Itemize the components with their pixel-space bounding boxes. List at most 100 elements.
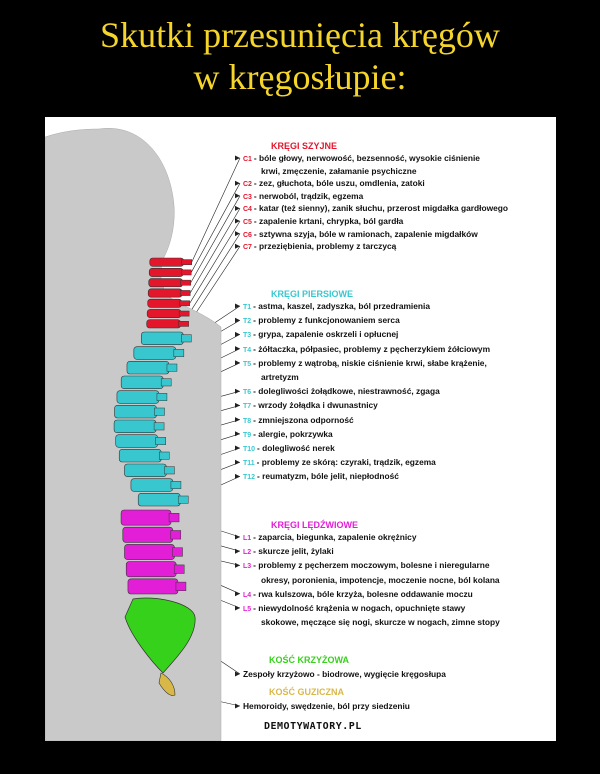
thoracic-item: T12 - reumatyzm, bóle jelit, niepłodność [243, 471, 399, 483]
lumbar-text: - problemy z pęcherzem moczowym, bolesne… [253, 560, 490, 571]
lumbar-code: L5 [243, 606, 254, 613]
thoracic-item: T2 - problemy z funkcjonowaniem serca [243, 315, 400, 327]
thoracic-code: T6 [243, 389, 254, 397]
cervical-spinous-process [180, 269, 192, 276]
pointer-arrow [235, 193, 240, 199]
pointer-arrow [235, 534, 240, 540]
thoracic-spinous-process [158, 451, 170, 460]
thoracic-text: - problemy z funkcjonowaniem serca [253, 315, 400, 326]
cervical-code: C7 [243, 244, 254, 252]
cervical-item: C1 - bóle głowy, nerwowość, bezsenność, … [243, 153, 480, 165]
pointer-arrow [235, 388, 240, 394]
thoracic-text: - astma, kaszel, zadyszka, ból przedrami… [253, 301, 431, 311]
cervical-spinous-process [180, 279, 191, 286]
cervical-item: C2 - zez, głuchota, bóle uszu, omdlenia,… [243, 178, 425, 190]
spine-vertebrae [113, 257, 196, 696]
cervical-spinous-process [178, 321, 189, 327]
pointer-arrow [235, 671, 240, 677]
lumbar-item: L1 - zaparcia, biegunka, zapalenie okręż… [243, 532, 417, 544]
thoracic-code: T10 [243, 446, 258, 453]
thoracic-vertebra [126, 361, 170, 375]
lumbar-item: L5 - niewydolność krążenia w nogach, opu… [243, 603, 465, 615]
cervical-spinous-process [179, 300, 190, 307]
cervical-code: C4 [243, 206, 254, 214]
thoracic-item: T11 - problemy ze skórą: czyraki, trądzi… [243, 457, 436, 469]
lumbar-text: - skurcze jelit, żylaki [253, 546, 334, 557]
watermark: DEMOTYWATORY.PL [264, 721, 362, 732]
pointer-arrow [235, 548, 240, 554]
pointer-arrow [235, 605, 240, 611]
cervical-item: C3 - nerwoból, trądzik, egzema [243, 191, 363, 203]
pointer-line [191, 157, 241, 263]
page-title: Skutki przesunięcia kręgów w kręgosłupie… [0, 14, 600, 98]
thoracic-spinous-process [156, 393, 168, 401]
pointer-arrow [235, 459, 240, 465]
cervical-item: C7 - przeziębienia, problemy z tarczycą [243, 241, 396, 253]
cervical-item: C5 - zapalenie krtani, chrypka, ból gard… [243, 216, 403, 228]
pointer-arrow [235, 417, 240, 423]
thoracic-text: - zmniejszona odporność [253, 414, 354, 425]
thoracic-spinous-process [170, 481, 182, 489]
lumbar-text: - niewydolność krążenia w nogach, opuchn… [253, 603, 466, 613]
lumbar-code: L2 [243, 549, 254, 557]
pointer-arrow [235, 445, 240, 451]
cervical-vertebra [148, 278, 184, 288]
cervical-code: C2 [243, 181, 254, 189]
thoracic-text: - problemy ze skórą: czyraki, trądzik, e… [256, 457, 436, 468]
lumbar-vertebra [125, 561, 177, 578]
pointer-arrow [235, 231, 240, 237]
thoracic-vertebra [130, 478, 174, 492]
thoracic-code: T8 [243, 417, 254, 425]
pointer-arrow [235, 431, 240, 437]
pointer-line [189, 208, 241, 294]
lumbar-vertebra [127, 578, 179, 595]
lumbar-code: L1 [243, 535, 254, 542]
cervical-text: - katar (też sienny), zanik słuchu, prze… [253, 203, 509, 214]
pointer-line [190, 195, 241, 283]
pointer-arrow [235, 473, 240, 479]
thoracic-code: T1 [243, 304, 254, 311]
lumbar-text: - zaparcia, biegunka, zapalenie okrężnic… [253, 532, 417, 542]
title-line-1: Skutki przesunięcia kręgów [100, 15, 500, 55]
pointer-line [190, 183, 241, 273]
pointer-arrow [235, 243, 240, 249]
lumbar-spinous-process [168, 513, 180, 523]
lumbar-item: skokowe, męczące się nogi, skurcze w nog… [261, 617, 500, 628]
cervical-item: C4 - katar (też sienny), zanik słuchu, p… [243, 203, 508, 215]
thoracic-spinous-process [154, 407, 165, 416]
lumbar-spinous-process [175, 581, 187, 591]
thoracic-spinous-process [177, 495, 189, 504]
cervical-vertebra [146, 319, 181, 329]
lumbar-spinous-process [173, 564, 185, 574]
lumbar-text: okresy, poronienia, impotencje, moczenie… [261, 574, 500, 585]
cervical-vertebra [149, 257, 185, 267]
lumbar-vertebra [122, 526, 174, 543]
title-line-2: w kręgosłupie: [193, 57, 407, 97]
thoracic-vertebra [120, 375, 164, 389]
lumbar-item: L4 - rwa kulszowa, bóle krzyża, bolesne … [243, 589, 473, 601]
thoracic-code: T3 [243, 332, 254, 340]
coccyx-item: Hemoroidy, swędzenie, ból przy siedzeniu [243, 701, 410, 712]
thoracic-item: T9 - alergie, pokrzywka [243, 429, 333, 441]
thoracic-item: T7 - wrzody żołądka i dwunastnicy [243, 400, 378, 412]
thoracic-text: - grypa, zapalenie oskrzeli i opłucnej [253, 329, 399, 340]
pointer-arrow [235, 360, 240, 366]
thoracic-spinous-process [155, 437, 166, 445]
section-title-coccyx: KOŚĆ GUZICZNA [269, 687, 344, 697]
lumbar-spinous-process [170, 530, 182, 540]
pointer-arrow [235, 591, 240, 597]
sacral-text: Zespoły krzyżowo - biodrowe, wygięcie kr… [243, 669, 446, 679]
pointer-line [188, 246, 241, 325]
lumbar-text: skokowe, męczące się nogi, skurcze w nog… [261, 617, 500, 628]
pointer-line [189, 220, 241, 304]
lumbar-item: L2 - skurcze jelit, żylaki [243, 546, 334, 558]
coccyx-text: Hemoroidy, swędzenie, ból przy siedzeniu [243, 701, 410, 711]
section-title-thoracic: KRĘGI PIERSIOWE [271, 289, 354, 299]
lumbar-vertebra [120, 509, 172, 526]
cervical-text: - sztywna szyja, bóle w ramionach, zapal… [253, 228, 478, 239]
coccyx [158, 672, 176, 696]
pointer-arrow [235, 402, 240, 408]
cervical-code: C6 [243, 231, 254, 239]
thoracic-text: artretyzm [261, 372, 299, 382]
thoracic-code: T5 [243, 360, 254, 368]
